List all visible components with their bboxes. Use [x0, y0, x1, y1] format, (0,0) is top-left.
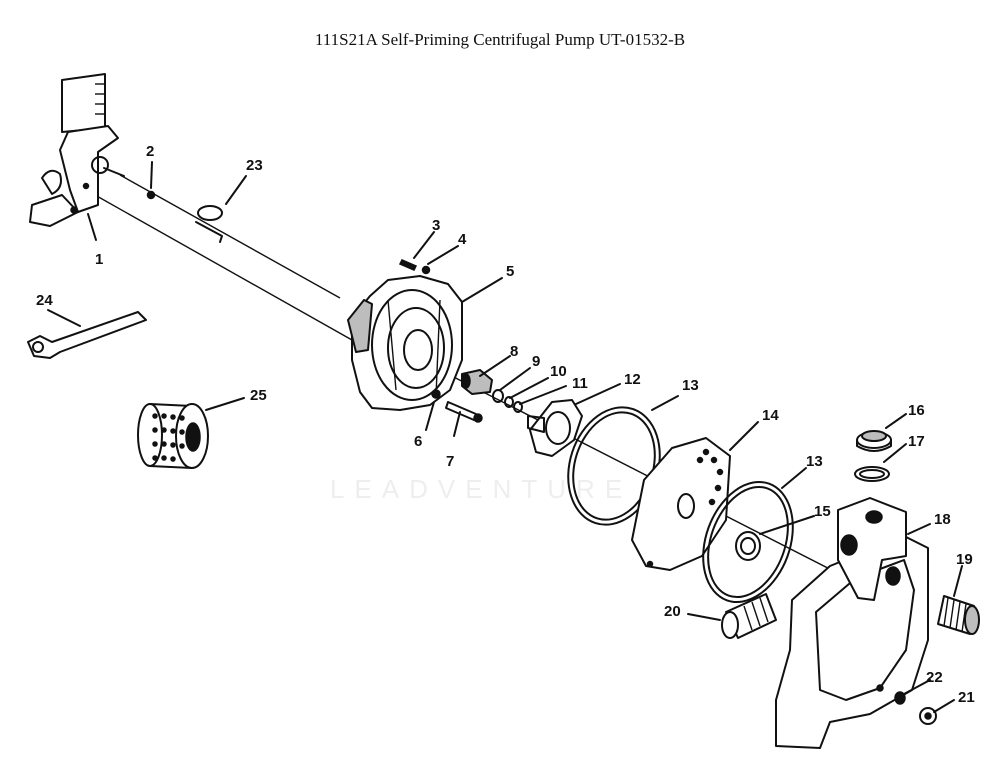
callout-14: 14: [762, 407, 779, 424]
part-11-ring: [513, 401, 523, 413]
part-15-ring: [735, 531, 761, 561]
callout-19: 19: [956, 551, 973, 568]
callout-22: 22: [926, 669, 943, 686]
leader-lines: [47, 161, 963, 713]
part-23-clip: [195, 205, 223, 243]
part-3-screw: [398, 259, 418, 271]
part-6-washer: [431, 389, 441, 399]
callout-10: 10: [550, 363, 567, 380]
callout-5: 5: [506, 263, 514, 280]
part-5-adapter: [347, 275, 463, 411]
callout-24: 24: [36, 292, 53, 309]
part-19-nipple: [937, 595, 980, 635]
part-24-wrench: [27, 311, 147, 359]
callout-7: 7: [446, 453, 454, 470]
part-25-roller: [137, 403, 209, 469]
callout-11: 11: [572, 375, 588, 392]
part-16-plug: [856, 430, 892, 452]
part-2-fitting: [146, 190, 156, 200]
part-17-gasket: [854, 466, 890, 482]
part-22-washer: [894, 691, 906, 705]
callout-1: 1: [95, 251, 103, 268]
part-7-bolt: [445, 401, 483, 423]
callout-2: 2: [146, 143, 154, 160]
part-21-drain-plug: [919, 707, 937, 725]
callout-23: 23: [246, 157, 263, 174]
part-9-washer: [492, 389, 504, 403]
callout-3: 3: [432, 217, 440, 234]
callout-15: 15: [814, 503, 831, 520]
callout-25: 25: [250, 387, 267, 404]
diagram-title: 111S21A Self-Priming Centrifugal Pump UT…: [314, 30, 686, 49]
axis-line: [119, 174, 341, 299]
callout-9: 9: [532, 353, 540, 370]
part-20-nipple: [721, 593, 777, 639]
part-12-impeller: [527, 399, 583, 457]
callout-18: 18: [934, 511, 951, 528]
callout-13-second: 13: [806, 453, 823, 470]
callout-20: 20: [664, 603, 681, 620]
callout-labels: 1 2 3 4 5 6 7 8 9 10 11 12 13 14 13 15 1…: [36, 143, 975, 706]
watermark: LEADVENTURE: [330, 474, 632, 504]
part-14-wear-plate: [631, 437, 731, 571]
part-1-motor-shaft: [29, 73, 125, 227]
part-18-pump-casing: [775, 497, 929, 749]
callout-21: 21: [958, 689, 975, 706]
callout-16: 16: [908, 402, 925, 419]
callout-8: 8: [510, 343, 518, 360]
callout-4: 4: [458, 231, 467, 248]
part-8-seal: [461, 369, 493, 395]
callout-17: 17: [908, 433, 925, 450]
part-10-ring: [504, 396, 514, 408]
part-13-o-ring-second: [702, 480, 794, 604]
axis-line: [94, 194, 353, 341]
callout-13: 13: [682, 377, 699, 394]
callout-6: 6: [414, 433, 422, 450]
callout-12: 12: [624, 371, 641, 388]
part-4-washer: [421, 265, 431, 275]
